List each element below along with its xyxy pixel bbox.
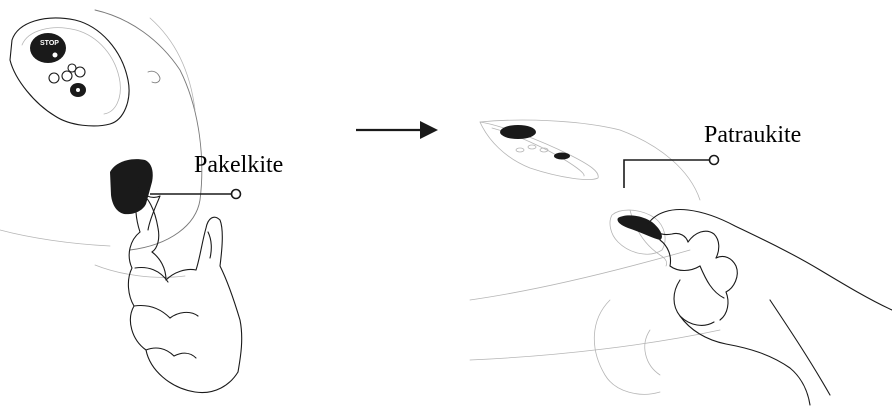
panel-button-3 [74,66,86,78]
right-callout [623,154,720,188]
control-panel-right [479,121,599,180]
stop-button-label: STOP [40,40,59,47]
control-panel-left: STOP [9,17,130,127]
label-patraukite: Patraukite [704,122,801,148]
left-step-illustration: STOP [0,9,283,394]
panel-button-1 [48,72,60,84]
stop-button-right [500,125,536,139]
device-body-left [0,9,203,278]
stop-button-icon [30,33,66,63]
device-body-right [469,119,721,395]
handle-tab-icon [110,159,161,231]
hand-icon [127,191,243,394]
arrow-right-icon [356,121,438,139]
panel-button-4 [67,63,77,73]
panel-button-2 [61,70,73,82]
label-pakelkite: Pakelkite [194,152,283,178]
left-callout [150,188,242,200]
handle-tab-right [609,209,666,255]
right-step-illustration: Patraukite [469,119,892,406]
panel-dial-right [554,152,570,160]
hand-icon-right [647,208,892,406]
